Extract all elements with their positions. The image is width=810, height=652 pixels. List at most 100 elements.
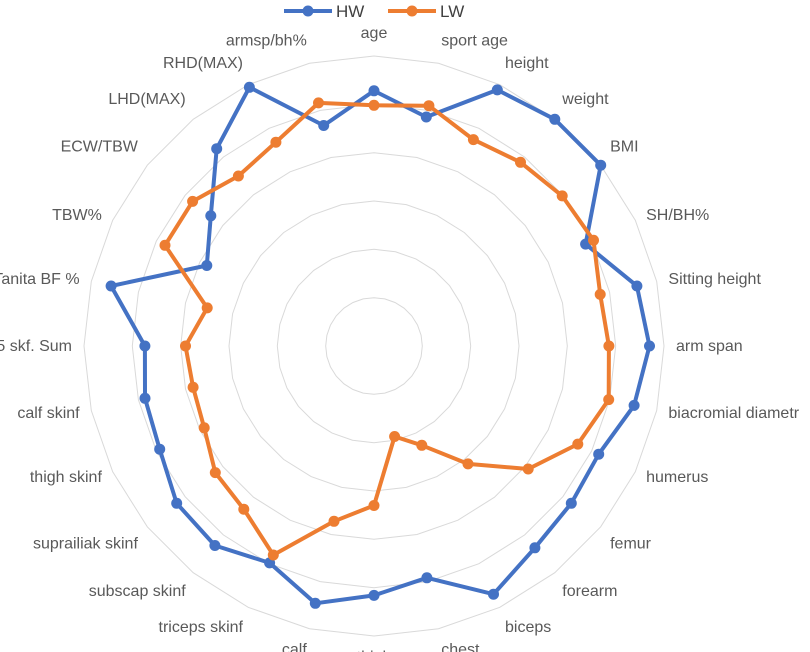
- category-label: age: [361, 25, 388, 42]
- series-lw: [159, 97, 615, 561]
- data-point: [368, 589, 380, 601]
- data-point: [423, 100, 435, 112]
- data-point: [603, 340, 615, 352]
- data-point: [368, 85, 380, 97]
- category-label: Sitting height: [668, 271, 761, 288]
- category-label: LHD(MAX): [108, 91, 185, 108]
- data-point: [309, 597, 321, 609]
- legend-label: HW: [336, 2, 364, 21]
- data-point: [159, 239, 171, 251]
- category-label: Tanita BF %: [0, 271, 80, 288]
- data-point: [416, 439, 428, 451]
- data-point: [201, 260, 213, 271]
- data-point: [211, 143, 223, 155]
- category-label: thigh skinf: [30, 469, 103, 486]
- data-point: [187, 195, 199, 207]
- data-point: [238, 503, 250, 515]
- data-point: [529, 542, 541, 554]
- legend-swatch-marker: [302, 5, 314, 17]
- series-line: [109, 85, 652, 606]
- legend-swatch-marker: [406, 5, 418, 17]
- data-point: [270, 136, 282, 148]
- legend-item: HW: [284, 2, 364, 21]
- category-label: biceps: [505, 619, 551, 636]
- data-point: [267, 549, 279, 561]
- data-point: [139, 340, 151, 352]
- category-label: forearm: [562, 583, 617, 600]
- category-label: femur: [610, 535, 652, 552]
- data-point: [420, 111, 432, 123]
- category-label: height: [505, 55, 549, 72]
- grid-ring: [228, 200, 520, 492]
- data-point: [243, 81, 255, 93]
- data-point: [488, 588, 499, 600]
- data-point: [491, 84, 503, 96]
- grid-ring: [131, 103, 617, 589]
- data-point: [594, 288, 606, 300]
- series-hw: [105, 81, 655, 609]
- data-point: [515, 156, 526, 168]
- grid-ring: [276, 248, 472, 444]
- category-label: sport age: [441, 33, 508, 50]
- data-point: [549, 113, 561, 125]
- data-point: [209, 467, 221, 479]
- category-label: subscap skinf: [89, 583, 186, 600]
- data-point: [232, 170, 244, 182]
- data-point: [328, 515, 340, 527]
- data-point: [603, 394, 615, 406]
- data-point: [628, 399, 640, 411]
- data-point: [105, 280, 117, 292]
- grid-ring: [180, 152, 568, 540]
- data-point: [389, 431, 401, 442]
- category-label: RHD(MAX): [163, 55, 243, 72]
- grid-ring: [325, 297, 423, 395]
- category-label: thigh: [357, 649, 392, 652]
- category-label: BMI: [610, 139, 638, 156]
- category-label: biacromial diametr: [668, 405, 799, 422]
- legend: HW LW: [284, 2, 464, 21]
- data-point: [556, 190, 568, 202]
- category-label: ECW/TBW: [61, 139, 139, 156]
- category-label: humerus: [646, 469, 708, 486]
- data-point: [467, 134, 479, 146]
- category-label: suprailiak skinf: [33, 535, 138, 552]
- data-point: [201, 302, 213, 314]
- grid-ring: [83, 55, 665, 637]
- data-point: [154, 443, 166, 455]
- data-point: [198, 422, 210, 434]
- category-label: chest: [441, 641, 480, 652]
- data-point: [171, 497, 183, 509]
- data-point: [368, 99, 380, 111]
- data-point: [421, 572, 433, 584]
- category-label: SH/BH%: [646, 207, 709, 224]
- category-label: 5 skf. Sum: [0, 338, 72, 355]
- data-point: [205, 210, 217, 222]
- legend-item: LW: [388, 2, 464, 21]
- legend-label: LW: [440, 2, 464, 21]
- data-point: [187, 381, 199, 393]
- data-point: [595, 159, 607, 171]
- data-point: [318, 120, 330, 131]
- data-point: [209, 540, 221, 551]
- data-point: [593, 448, 605, 460]
- category-label: arm span: [676, 338, 743, 355]
- data-point: [572, 438, 584, 450]
- data-point: [462, 458, 474, 470]
- data-point: [522, 463, 534, 475]
- data-point: [313, 97, 324, 109]
- data-point: [180, 340, 191, 352]
- series-line: [163, 100, 611, 557]
- category-label: calf: [282, 641, 307, 652]
- category-label: TBW%: [52, 207, 102, 224]
- category-label: weight: [561, 91, 609, 108]
- category-label: calf skinf: [17, 405, 80, 422]
- data-point: [644, 340, 655, 352]
- category-label: armsp/bh%: [226, 33, 307, 50]
- data-point: [588, 234, 599, 246]
- data-point: [565, 497, 577, 509]
- category-label: triceps skinf: [159, 619, 244, 636]
- data-point: [631, 280, 643, 292]
- series-layer: [105, 81, 655, 609]
